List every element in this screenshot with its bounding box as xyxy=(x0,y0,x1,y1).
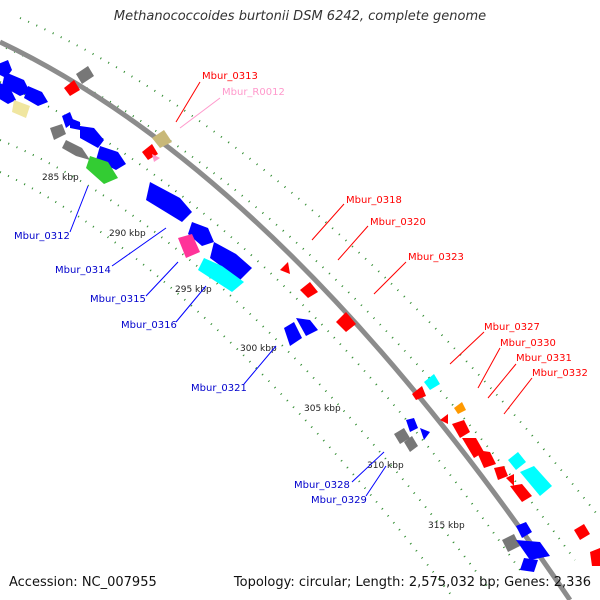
tick-290: 290 kbp xyxy=(109,229,146,239)
gene-arrow[interactable] xyxy=(0,82,16,104)
gene-arrow[interactable] xyxy=(516,540,550,560)
gene-arrow[interactable] xyxy=(574,524,590,540)
grid-track-outer-3 xyxy=(19,17,600,519)
gene-arrow[interactable] xyxy=(280,262,290,274)
leader-line xyxy=(311,203,345,241)
gene-label-mbur-0313[interactable]: Mbur_0313 xyxy=(202,71,258,82)
gene-arrow[interactable] xyxy=(96,146,126,170)
gene-labels: Mbur_0313 Mbur_R0012 Mbur_0318 Mbur_0320… xyxy=(14,71,588,506)
gene-arrow[interactable] xyxy=(452,420,470,438)
gene-arrow[interactable] xyxy=(406,418,418,432)
gene-arrow[interactable] xyxy=(516,522,532,538)
grid-track-inner-2 xyxy=(0,171,456,600)
leader-line xyxy=(337,225,369,261)
gene-arrow[interactable] xyxy=(440,414,448,424)
gene-arrow[interactable] xyxy=(80,126,104,148)
leader-line xyxy=(243,345,277,385)
tick-300: 300 kbp xyxy=(240,344,277,354)
gene-feature[interactable] xyxy=(62,140,90,160)
gene-label-mbur-0327[interactable]: Mbur_0327 xyxy=(484,322,540,333)
leader-line xyxy=(111,227,167,267)
gene-label-mbur-0318[interactable]: Mbur_0318 xyxy=(346,195,402,206)
gene-feature[interactable] xyxy=(86,156,118,184)
gene-feature[interactable] xyxy=(394,428,410,444)
gene-arrow[interactable] xyxy=(590,548,600,566)
leader-line xyxy=(175,285,207,323)
gene-arrow[interactable] xyxy=(476,450,496,468)
gene-feature[interactable] xyxy=(50,124,66,140)
gene-arrow[interactable] xyxy=(336,312,356,332)
tick-305: 305 kbp xyxy=(304,404,341,414)
gene-feature[interactable] xyxy=(152,130,172,148)
gene-label-mbur-0330[interactable]: Mbur_0330 xyxy=(500,338,556,349)
gene-arrow[interactable] xyxy=(520,558,538,572)
topology-text: Topology: circular; Length: 2,575,032 bp… xyxy=(233,575,591,590)
gene-feature[interactable] xyxy=(12,100,30,118)
gene-arrow[interactable] xyxy=(494,466,508,480)
gene-arrow[interactable] xyxy=(300,282,318,298)
leader-line xyxy=(477,347,501,389)
gene-feature[interactable] xyxy=(404,436,418,452)
gene-arrow[interactable] xyxy=(420,428,430,440)
leader-line xyxy=(175,81,201,123)
leader-line xyxy=(487,363,517,399)
gene-feature[interactable] xyxy=(520,466,552,496)
tick-295: 295 kbp xyxy=(175,285,212,295)
gene-arrow[interactable] xyxy=(412,386,426,400)
gene-arrow[interactable] xyxy=(284,322,302,346)
gene-feature[interactable] xyxy=(454,402,466,414)
leader-lines xyxy=(69,81,533,497)
leader-line xyxy=(503,377,533,415)
gene-arrow[interactable] xyxy=(24,86,48,106)
genome-backbone xyxy=(0,39,573,600)
gene-label-mbur-0328[interactable]: Mbur_0328 xyxy=(294,480,350,491)
gene-arrow[interactable] xyxy=(70,118,80,130)
gene-label-mbur-0312[interactable]: Mbur_0312 xyxy=(14,231,70,242)
gene-feature[interactable] xyxy=(502,534,520,552)
gene-label-mbur-0320[interactable]: Mbur_0320 xyxy=(370,217,426,228)
leader-line xyxy=(179,97,221,129)
gene-label-mbur-0314[interactable]: Mbur_0314 xyxy=(55,265,111,276)
gene-label-mbur-0332[interactable]: Mbur_0332 xyxy=(532,368,588,379)
gene-arrow[interactable] xyxy=(296,318,318,336)
gene-feature[interactable] xyxy=(178,234,200,258)
gene-arrow[interactable] xyxy=(510,484,532,502)
gene-arrow[interactable] xyxy=(64,80,80,96)
leader-line xyxy=(449,331,485,365)
forward-strand-features xyxy=(0,60,550,572)
gene-arrow[interactable] xyxy=(2,72,30,96)
gene-label-mbur-0323[interactable]: Mbur_0323 xyxy=(408,252,464,263)
gene-feature[interactable] xyxy=(424,374,440,390)
gene-label-mbur-0331[interactable]: Mbur_0331 xyxy=(516,353,572,364)
gene-label-mbur-0321[interactable]: Mbur_0321 xyxy=(191,383,247,394)
leader-line xyxy=(365,465,387,497)
leader-line xyxy=(69,185,89,233)
gene-arrow[interactable] xyxy=(506,474,514,486)
gene-arrow[interactable] xyxy=(146,182,192,222)
accession-text: Accession: NC_007955 xyxy=(9,575,157,590)
gene-feature[interactable] xyxy=(76,66,94,84)
tick-315: 315 kbp xyxy=(428,521,465,531)
gene-feature[interactable] xyxy=(198,258,244,292)
leader-line xyxy=(145,261,179,297)
gene-feature[interactable] xyxy=(508,452,526,470)
rna-arrow[interactable] xyxy=(152,154,160,162)
leader-line xyxy=(373,261,407,295)
gene-arrow[interactable] xyxy=(210,242,252,280)
tick-285: 285 kbp xyxy=(42,173,79,183)
gene-label-mbur-0329[interactable]: Mbur_0329 xyxy=(311,495,367,506)
gene-arrow[interactable] xyxy=(188,222,214,246)
reverse-strand-features xyxy=(64,66,600,566)
gene-label-mbur-0315[interactable]: Mbur_0315 xyxy=(90,294,146,305)
gene-label-mbur-r0012[interactable]: Mbur_R0012 xyxy=(222,87,285,98)
grid-track-inner-1 xyxy=(0,139,491,591)
leader-line xyxy=(351,451,385,483)
gene-arrow[interactable] xyxy=(0,60,12,78)
gene-label-mbur-0316[interactable]: Mbur_0316 xyxy=(121,320,177,331)
map-title: Methanococcoides burtonii DSM 6242, comp… xyxy=(113,9,487,24)
